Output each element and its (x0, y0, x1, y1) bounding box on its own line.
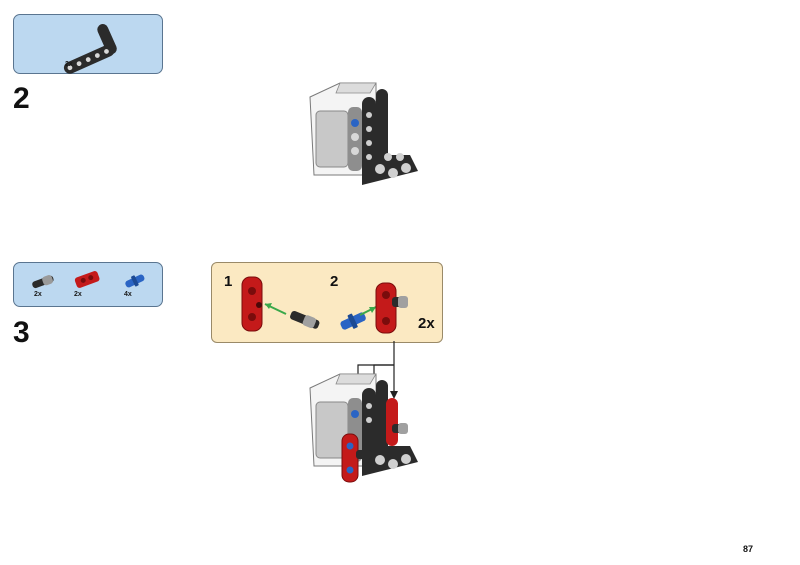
step-3-model-illustration (309, 373, 418, 483)
substep-number: 2 (330, 273, 339, 290)
part-qty: 2x (34, 291, 42, 298)
part-qty: 2x (74, 291, 82, 298)
black-pin-part-icon (32, 275, 54, 289)
part-qty: 4x (124, 291, 132, 298)
blue-pin-part-icon (125, 274, 145, 288)
step-number: 2 (13, 82, 30, 115)
part-qty: 2x (65, 61, 73, 68)
step-3-parts-box: 2x 2x 4x (13, 262, 163, 307)
page-number: 87 (743, 544, 754, 554)
subassembly-callout: 1 2 2x (211, 262, 443, 343)
step-2-parts-box: 2x (13, 14, 163, 74)
substep-number: 1 (224, 273, 233, 290)
substep-1-illustration (241, 276, 320, 332)
step-number: 3 (13, 316, 30, 349)
subassembly-multiplier: 2x (418, 315, 435, 332)
red-block-part-icon (74, 271, 100, 288)
substep-2-illustration (340, 282, 408, 334)
l-beam-part-icon (63, 24, 117, 74)
step-2-model-illustration (309, 82, 418, 185)
